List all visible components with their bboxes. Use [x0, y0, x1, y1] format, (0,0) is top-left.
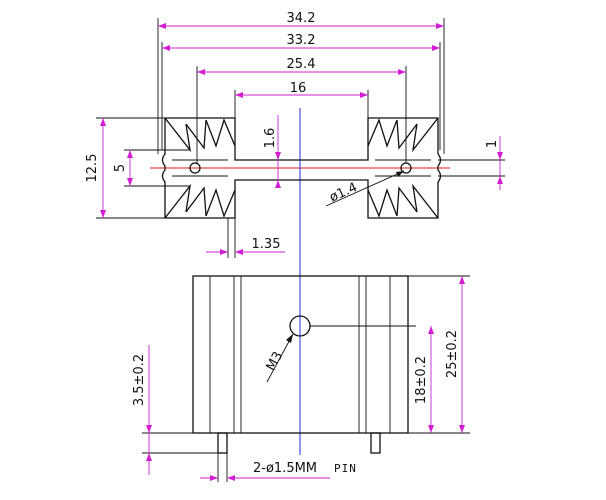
dim-label-pin-spec: 2-ø1.5MM [253, 461, 317, 476]
dim-inner-fin-span: 25.4 [196, 57, 407, 163]
dim-overall-height: 25±0.2 [408, 275, 470, 434]
dim-label-pin: PIN [334, 462, 357, 475]
dim-label-25-4: 25.4 [287, 57, 316, 72]
dim-label-12-5: 12.5 [85, 154, 100, 183]
dim-channel-depth: 1.6 [263, 115, 281, 188]
front-fin-lines [209, 276, 391, 433]
pins [217, 432, 381, 454]
top-view: 34.2 33.2 25.4 16 [85, 11, 505, 455]
dim-height: 12.5 [85, 117, 165, 219]
dim-base-thickness: 1.35 [206, 218, 285, 258]
front-view: M3 25±0.2 18±0.2 [132, 275, 470, 482]
front-outline [192, 275, 409, 434]
dim-label-5: 5 [113, 164, 128, 172]
pin-left [217, 432, 228, 454]
dim-label-34-2: 34.2 [287, 11, 316, 26]
dim-label-16: 16 [290, 81, 307, 96]
dim-label-1: 1 [485, 140, 500, 148]
dim-label-hole: ø1.4 [327, 180, 359, 205]
pin-right [370, 432, 381, 454]
dim-hole-height: 18±0.2 [414, 326, 434, 433]
left-fins [164, 117, 236, 219]
dim-label-33-2: 33.2 [287, 33, 316, 48]
dim-overall-width: 34.2 [157, 11, 445, 154]
dim-label-1-6: 1.6 [263, 128, 278, 149]
dim-pin-length: 3.5±0.2 [132, 345, 218, 475]
dim-label-3-5: 3.5±0.2 [132, 354, 147, 406]
dim-center-height: 5 [113, 149, 190, 187]
dim-pin-spec: 2-ø1.5MM PIN [200, 453, 357, 482]
dim-thread: M3 [264, 333, 294, 383]
dim-label-18: 18±0.2 [414, 356, 429, 404]
dim-fin-span: 33.2 [161, 33, 441, 150]
right-fins [367, 117, 439, 219]
dim-channel-width: 16 [234, 81, 369, 118]
dim-gap: 1 [438, 136, 505, 190]
dim-hole-diameter: ø1.4 [325, 170, 405, 207]
dim-label-1-35: 1.35 [252, 237, 281, 252]
dim-label-25: 25±0.2 [445, 330, 460, 378]
